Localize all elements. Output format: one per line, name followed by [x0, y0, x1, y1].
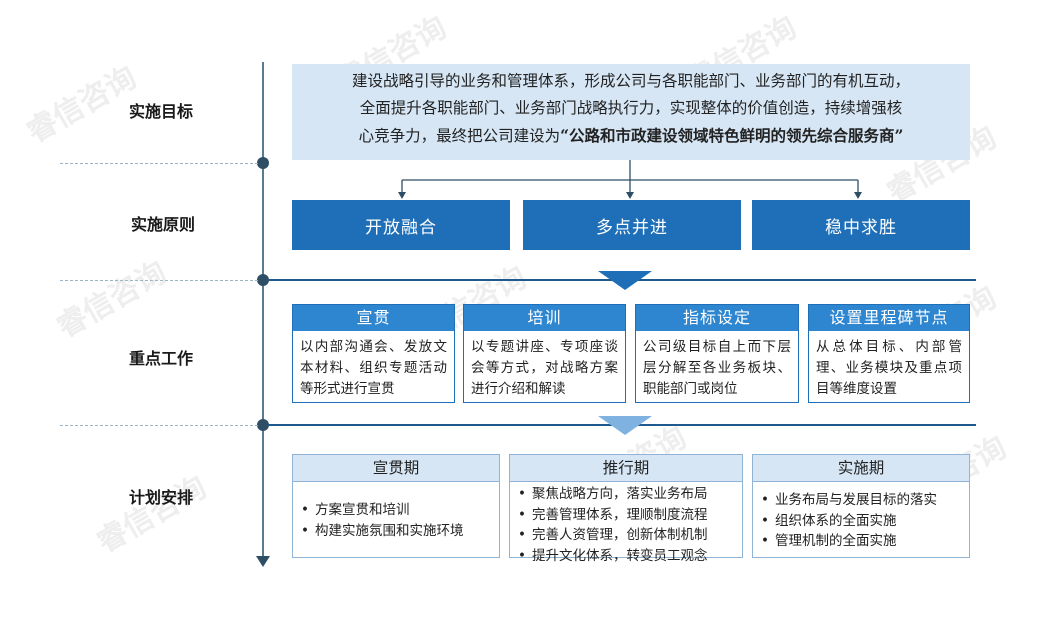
goal-text-line: 建设战略引导的业务和管理体系，形成公司与各职能部门、业务部门的有机互动，: [351, 72, 910, 90]
work-card-body: 以内部沟通会、发放文本材料、组织专题活动等形式进行宣贯: [300, 339, 447, 397]
goal-highlight: “公路和市政建设领域特色鲜明的领先综合服务商”: [560, 126, 904, 145]
plan-card-title: 实施期: [753, 455, 969, 482]
goal-box: 建设战略引导的业务和管理体系，形成公司与各职能部门、业务部门的有机互动， 全面提…: [292, 64, 970, 160]
goal-connector: [398, 160, 862, 199]
plan-card-publicize: 宣贯期 方案宣贯和培训 构建实施氛围和实施环境: [292, 454, 500, 558]
goal-text-line: 心竞争力，最终把公司建设为“公路和市政建设领域特色鲜明的领先综合服务商”: [292, 122, 970, 150]
row-label-work: 重点工作: [129, 349, 194, 368]
work-card-body: 公司级目标自上而下层层分解至各业务板块、职能部门或岗位: [643, 339, 791, 397]
work-card-title: 培训: [464, 305, 625, 331]
plan-item: 组织体系的全面实施: [761, 511, 969, 532]
plan-item: 提升文化体系，转变员工观念: [518, 546, 742, 567]
work-card-body: 以专题讲座、专项座谈会等方式，对战略方案进行介绍和解读: [471, 339, 618, 397]
row-separator: [60, 280, 258, 281]
row-label-plan: 计划安排: [129, 488, 194, 507]
down-arrow-icon: [598, 416, 652, 435]
principle-steady-win: 稳中求胜: [752, 200, 970, 250]
work-card-milestones: 设置里程碑节点 从总体目标、内部管理、业务模块及重点项目等维度设置: [808, 304, 970, 403]
row-label-goal: 实施目标: [129, 102, 194, 121]
plan-item: 完善人资管理，创新体制机制: [518, 525, 742, 546]
work-card-title: 宣贯: [293, 305, 454, 331]
row-separator: [60, 163, 258, 164]
principle-multi-point: 多点并进: [523, 200, 741, 250]
work-card-training: 培训 以专题讲座、专项座谈会等方式，对战略方案进行介绍和解读: [463, 304, 626, 403]
plan-card-implement: 实施期 业务布局与发展目标的落实 组织体系的全面实施 管理机制的全面实施: [752, 454, 970, 558]
timeline-node: [257, 274, 269, 286]
work-card-indicators: 指标设定 公司级目标自上而下层层分解至各业务板块、职能部门或岗位: [635, 304, 799, 403]
work-card-title: 指标设定: [636, 305, 798, 331]
watermark: 睿信咨询: [91, 469, 213, 561]
plan-card-title: 推行期: [510, 455, 742, 482]
goal-text-prefix: 心竞争力，最终把公司建设为: [358, 127, 561, 145]
plan-item: 业务布局与发展目标的落实: [761, 490, 969, 511]
plan-item: 聚焦战略方向，落实业务布局: [518, 484, 742, 505]
plan-item: 管理机制的全面实施: [761, 531, 969, 552]
watermark: 睿信咨询: [21, 59, 143, 151]
goal-text-line: 全面提升各职能部门、业务部门战略执行力，实现整体的价值创造，持续增强核: [359, 99, 903, 117]
work-card-publicize: 宣贯 以内部沟通会、发放文本材料、组织专题活动等形式进行宣贯: [292, 304, 455, 403]
timeline-arrow-icon: [256, 556, 270, 567]
watermark: 睿信咨询: [51, 254, 173, 346]
timeline-axis: [262, 62, 264, 560]
row-label-principle: 实施原则: [131, 215, 196, 234]
down-arrow-icon: [598, 271, 652, 290]
plan-item: 方案宣贯和培训: [301, 500, 499, 521]
plan-card-title: 宣贯期: [293, 455, 499, 482]
plan-card-rollout: 推行期 聚焦战略方向，落实业务布局 完善管理体系，理顺制度流程 完善人资管理，创…: [509, 454, 743, 566]
work-card-body: 从总体目标、内部管理、业务模块及重点项目等维度设置: [816, 339, 962, 397]
plan-item: 构建实施氛围和实施环境: [301, 521, 499, 542]
plan-item: 完善管理体系，理顺制度流程: [518, 505, 742, 526]
row-separator: [60, 425, 258, 426]
work-card-title: 设置里程碑节点: [809, 305, 969, 331]
timeline-node: [257, 157, 269, 169]
timeline-node: [257, 419, 269, 431]
principle-open-integration: 开放融合: [292, 200, 510, 250]
